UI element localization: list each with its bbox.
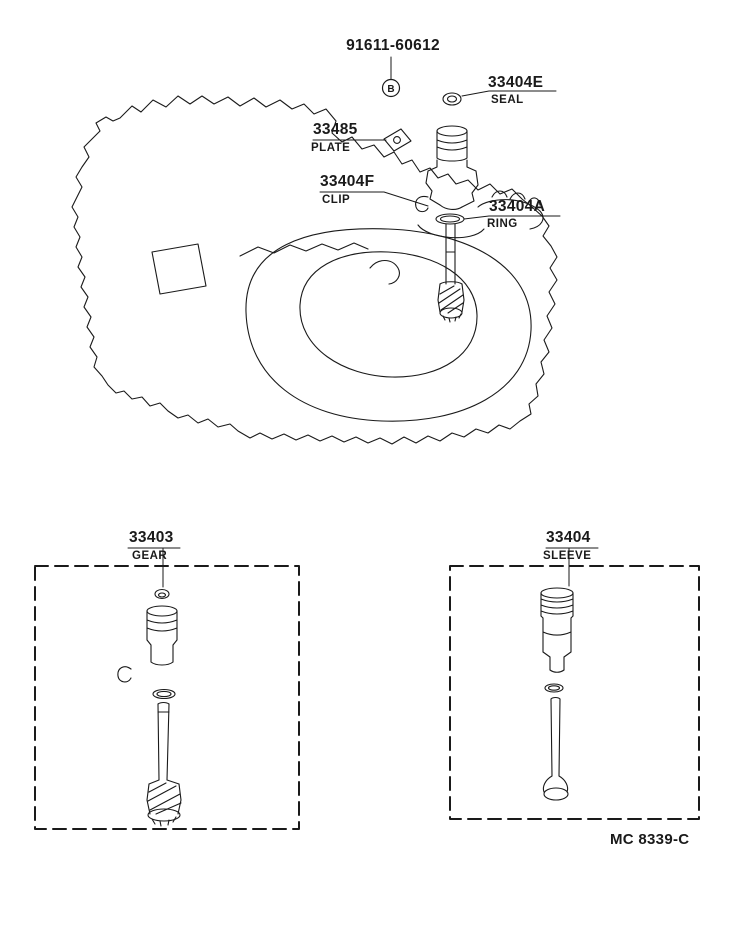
leader-lines <box>127 56 599 588</box>
case-ridge-line <box>239 242 369 257</box>
callout-sleeve-part-number: 33404 <box>546 529 591 546</box>
leader-seal <box>461 90 557 97</box>
callout-bolt-part-number: 91611-60612 <box>346 37 440 54</box>
gear-oring-drawing <box>152 688 176 700</box>
gear-parts-drawing <box>117 588 182 827</box>
plate-part-drawing <box>383 128 412 152</box>
callout-clip-part-number: 33404F <box>320 173 375 190</box>
leader-ring <box>463 215 561 220</box>
case-outer-outline <box>71 95 558 445</box>
seal-part-drawing <box>442 92 462 106</box>
callout-ring-label: RING <box>487 218 518 230</box>
callout-gear-label: GEAR <box>132 550 168 562</box>
clip-part-drawing <box>415 195 429 213</box>
bolt-symbol: B <box>381 78 401 98</box>
bolt-symbol-letter: B <box>387 84 394 95</box>
callout-seal-label: SEAL <box>491 94 524 106</box>
speedometer-sleeve-assembly-drawing <box>415 125 479 323</box>
callout-gear-part-number: 33403 <box>129 529 174 546</box>
callout-clip-label: CLIP <box>322 194 351 206</box>
case-inner-squiggle <box>369 259 400 285</box>
leader-clip <box>319 191 429 207</box>
bell-housing-rim <box>245 228 532 422</box>
callout-ring-part-number: 33404A <box>489 198 546 215</box>
sleeve-oring-drawing <box>544 683 564 693</box>
sleeve-mount-boss <box>417 224 485 239</box>
callout-plate-part-number: 33485 <box>313 121 358 138</box>
gear-clip-drawing <box>117 666 132 683</box>
case-boss-outline <box>477 199 544 230</box>
case-boss-fingers <box>491 190 541 206</box>
bell-housing-inner <box>299 251 478 378</box>
gear-dashed-box <box>34 565 300 830</box>
transmission-case-drawing <box>71 95 558 445</box>
callout-sleeve-label: SLEEVE <box>543 550 592 562</box>
doc-code: MC 8339-C <box>610 831 690 848</box>
sleeve-dashed-box <box>449 565 700 820</box>
case-pad-detail <box>151 243 207 295</box>
sleeve-parts-drawing <box>540 587 574 801</box>
callout-plate-label: PLATE <box>311 142 351 154</box>
callout-seal-part-number: 33404E <box>488 74 544 91</box>
